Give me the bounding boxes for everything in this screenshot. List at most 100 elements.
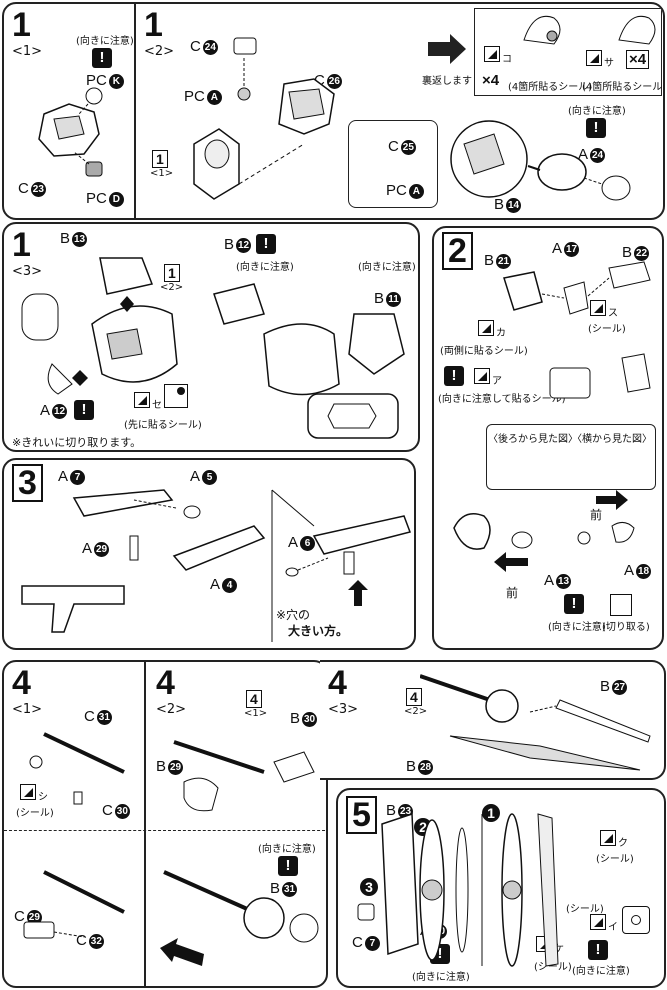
seal-letter-a: ア	[492, 376, 502, 387]
step-number: 4	[12, 664, 31, 702]
seal-word-3: (シール)	[534, 962, 572, 973]
step-number: 5	[346, 796, 377, 834]
step-marker-3: 3	[360, 878, 378, 896]
caution-label: (向きに注意)	[76, 36, 134, 47]
caution-icon: !	[74, 400, 94, 420]
reference-box: 1	[164, 264, 180, 282]
head-detail-drawing	[453, 490, 635, 572]
torso-part-drawing	[38, 87, 103, 177]
seal-word-2: (シール)	[566, 904, 604, 915]
hole-note-2: 大きい方。	[288, 624, 349, 638]
flip-arrow-icon	[428, 34, 466, 64]
substep-label-2: <2>	[144, 44, 175, 59]
view-side-label: 〈横から見た図〉	[572, 434, 652, 445]
head-side-drawing	[213, 283, 405, 439]
caution-label: (向きに注意)	[412, 972, 470, 983]
seal-icon	[134, 392, 150, 408]
seal-letter-shi: シ	[38, 792, 48, 803]
head-assembly-drawing	[21, 257, 178, 395]
sword-drawing	[420, 674, 651, 771]
shield-drawing	[357, 812, 559, 967]
reference-sub: <2>	[404, 706, 428, 717]
seal-word: (シール)	[596, 854, 634, 865]
step-number: 3	[12, 464, 43, 502]
caution-icon: !	[92, 48, 112, 68]
panel-step-5: 5 B23 C7 A30 ! (向きに注意) 1 2 3 ク (シール) (シー…	[336, 788, 666, 988]
caution-icon-2: !	[256, 234, 276, 254]
divider	[134, 4, 136, 218]
seal-sample-box	[622, 906, 650, 934]
seal-icon	[20, 784, 36, 800]
step-number-2: 4	[156, 664, 175, 702]
callout-box	[348, 120, 438, 208]
reference-box: 4	[406, 688, 422, 706]
substep-label: <3>	[328, 702, 359, 717]
step-marker-1: 1	[482, 804, 500, 822]
seal-sample-box	[164, 384, 188, 408]
substep-label: <1>	[12, 702, 43, 717]
caution-label: (向きに注意)	[548, 622, 606, 633]
seal-icon-2	[590, 914, 606, 930]
chest-parts-drawing	[503, 261, 651, 399]
reference-box: 1	[152, 150, 168, 168]
caution-label: (向きに注意)	[258, 844, 316, 855]
caution-icon: !	[444, 366, 464, 386]
seal-info-box	[474, 8, 662, 96]
seal-icon	[484, 46, 500, 62]
divider-h	[4, 830, 326, 831]
eye-parts-drawing	[523, 15, 656, 45]
step-number: 1	[12, 226, 31, 264]
step-number: 2	[442, 232, 473, 270]
arm-assembly-drawing	[160, 740, 319, 966]
seal-icon	[478, 320, 494, 336]
flip-label: 裏返します	[422, 76, 472, 87]
seal-note: (先に貼るシール)	[124, 420, 202, 431]
seal-icon-2	[586, 50, 602, 66]
caution-icon-2: !	[564, 594, 584, 614]
seal-letter-ke: ケ	[554, 944, 564, 955]
arm-weapon-drawing	[23, 732, 125, 939]
caution-icon-2: !	[586, 118, 606, 138]
view-box	[486, 424, 656, 490]
caution-icon: !	[278, 856, 298, 876]
caution-label-2: (向きに注意)	[568, 106, 626, 117]
caution-tape-note: (向きに注意して貼るシール)	[438, 394, 566, 405]
seal-word: (シール)	[588, 324, 626, 335]
caution-icon-2: !	[588, 940, 608, 960]
step-number-2: 1	[144, 6, 163, 44]
count-label: ×4	[482, 72, 500, 89]
seal-letter-i: イ	[608, 922, 618, 933]
caution-label-2: (向きに注意)	[358, 262, 416, 273]
reference-sub: <1>	[150, 168, 174, 179]
head-torso-drawing	[193, 37, 335, 200]
